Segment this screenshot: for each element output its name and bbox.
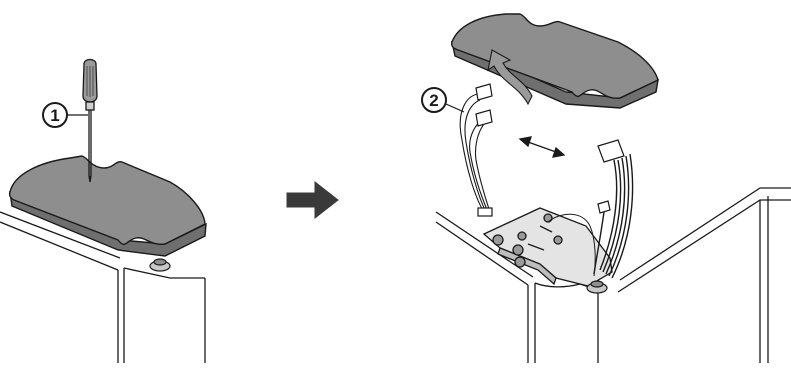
step-1-marker: 1	[43, 103, 88, 127]
bolt-left	[150, 259, 170, 271]
left-panel: 1	[0, 60, 206, 364]
right-arrow-icon	[287, 182, 338, 218]
hinge-cover-left	[10, 156, 206, 256]
connector-upper-left	[476, 84, 492, 216]
step-2-number: 2	[429, 91, 438, 110]
right-panel: 2	[422, 14, 791, 363]
hinge-cover-left-top	[10, 156, 205, 244]
hinge-plate	[484, 208, 612, 286]
double-arrow-icon	[520, 137, 564, 157]
step-1-number: 1	[50, 106, 59, 125]
step-2-marker: 2	[422, 88, 464, 112]
